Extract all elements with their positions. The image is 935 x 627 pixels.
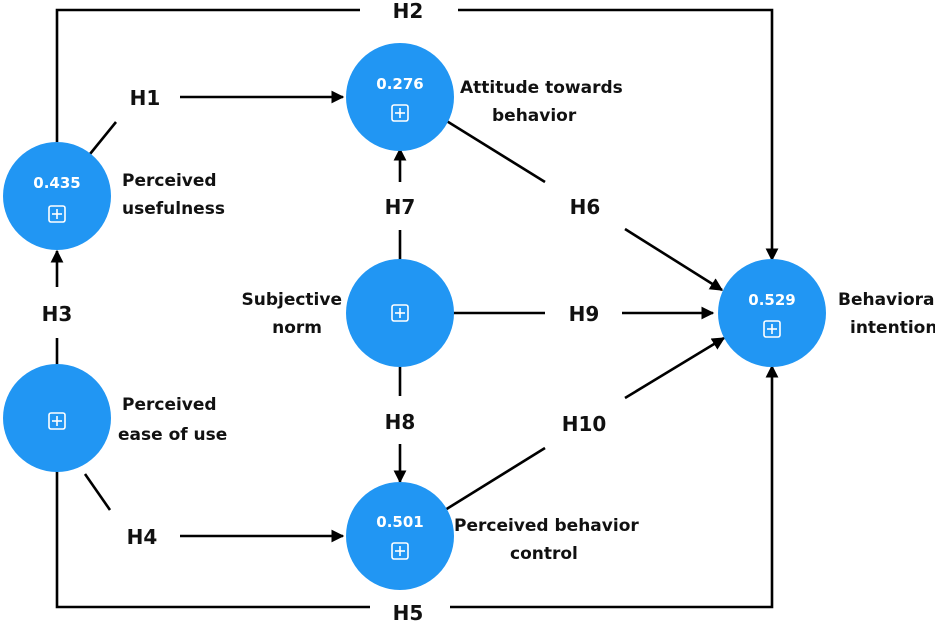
node-circle	[346, 482, 454, 590]
edge-h5	[55, 470, 370, 609]
node-r-squared-value: 0.276	[376, 75, 423, 93]
node-label-perceived-usefulness: usefulness	[122, 199, 225, 219]
node-circle	[3, 142, 111, 250]
edge-h10	[444, 446, 546, 512]
node-perceived-behavior-control[interactable]: 0.501	[346, 482, 454, 590]
expand-icon[interactable]	[391, 104, 409, 122]
hypothesis-label-h1: H1	[130, 86, 161, 110]
node-label-subjective-norm: Subjective	[241, 290, 342, 310]
node-attitude-towards-behavior[interactable]: 0.276	[346, 43, 454, 151]
edge-h10	[624, 336, 726, 400]
node-label-attitude-towards-behavior: Attitude towards	[460, 78, 623, 98]
node-label-behavioral-intention: Behavioral	[838, 290, 935, 310]
edge-h6	[624, 227, 724, 292]
node-behavioral-intention[interactable]: 0.529	[718, 259, 826, 367]
node-label-behavioral-intention: intention	[850, 318, 935, 338]
hypothesis-label-h7: H7	[385, 195, 416, 219]
edge-h2	[55, 8, 360, 142]
node-label-perceived-behavior-control: Perceived behavior	[454, 516, 639, 536]
node-perceived-usefulness[interactable]: 0.435	[3, 142, 111, 250]
node-label-perceived-ease-of-use: ease of use	[118, 425, 227, 445]
node-perceived-ease-of-use[interactable]	[3, 364, 111, 472]
hypothesis-label-h10: H10	[562, 412, 607, 436]
node-label-perceived-ease-of-use: Perceived	[122, 395, 217, 415]
hypothesis-label-h6: H6	[570, 195, 601, 219]
expand-icon[interactable]	[763, 320, 781, 338]
expand-icon[interactable]	[391, 304, 409, 322]
edge-h6	[444, 118, 546, 184]
node-circle	[718, 259, 826, 367]
node-r-squared-value: 0.501	[376, 513, 423, 531]
node-label-attitude-towards-behavior: behavior	[492, 106, 577, 126]
node-label-perceived-behavior-control: control	[510, 544, 578, 564]
node-label-subjective-norm: norm	[272, 318, 322, 338]
edge-h2	[458, 8, 779, 262]
expand-icon[interactable]	[391, 542, 409, 560]
hypothesis-label-h4: H4	[127, 525, 158, 549]
hypothesis-label-h5: H5	[393, 601, 424, 625]
node-r-squared-value: 0.529	[748, 291, 795, 309]
expand-icon[interactable]	[48, 205, 66, 223]
edge-h5	[450, 364, 779, 609]
hypothesis-label-h9: H9	[569, 302, 600, 326]
node-r-squared-value: 0.435	[33, 174, 80, 192]
hypothesis-label-h2: H2	[393, 0, 424, 23]
hypothesis-label-h8: H8	[385, 410, 416, 434]
expand-icon[interactable]	[48, 412, 66, 430]
hypothesis-label-h3: H3	[42, 302, 73, 326]
edge-h1	[88, 121, 118, 155]
node-circle	[346, 43, 454, 151]
edge-h4	[83, 473, 112, 511]
node-subjective-norm[interactable]	[346, 259, 454, 367]
node-label-perceived-usefulness: Perceived	[122, 171, 217, 191]
